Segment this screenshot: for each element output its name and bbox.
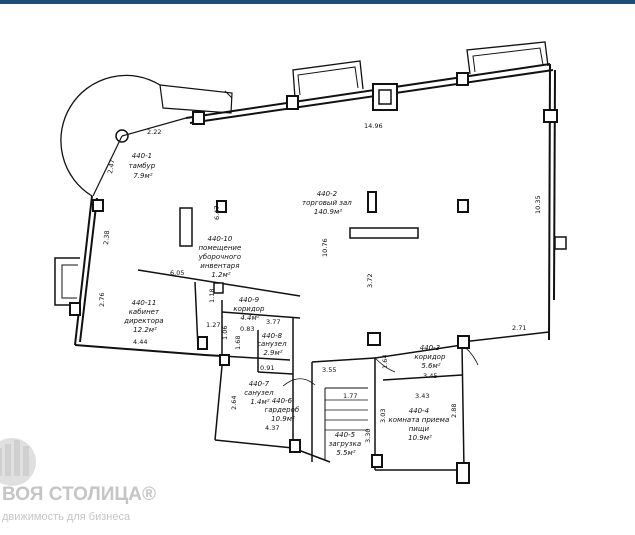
dim-label: 3.77	[266, 318, 280, 326]
room-label-440-3: 440-3 коридор 5.6м²	[414, 344, 447, 370]
dim-label: 10.76	[321, 238, 329, 257]
dim-label: 1.18	[208, 289, 216, 303]
dim-label: 3.45	[423, 372, 437, 380]
room-label-440-8: 440-8 санузел 2.9м²	[257, 332, 289, 357]
top-border	[0, 0, 635, 4]
bay-window-2	[466, 41, 549, 75]
room-label-440-1: 440-1 тамбур 7.9м²	[129, 152, 158, 180]
vestibule-arc-wall	[60, 74, 161, 197]
room-label-440-10: 440-10 помещение уборочного инвентаря 1.…	[198, 235, 244, 279]
dim-label: 1.64	[381, 355, 389, 369]
dim-label: 4.37	[265, 424, 279, 432]
dim-label: 6.47	[213, 206, 221, 220]
dim-label: 2.38	[102, 230, 111, 245]
bay-window-1	[292, 60, 364, 99]
dim-label: 1.68	[234, 336, 242, 350]
dim-label: 2.22	[147, 128, 161, 136]
dim-label: 3.03	[379, 409, 387, 423]
room-label-440-5: 440-5 загрузка 5.5м²	[329, 431, 364, 457]
dim-label: 2.71	[512, 324, 526, 332]
dim-label: 0.91	[260, 364, 274, 372]
walls	[54, 41, 556, 471]
room-label-440-4: 440-4 комната приема пищи 10.9м²	[389, 407, 452, 442]
room-labels: 440-1 тамбур 7.9м² 440-2 торговый зал 14…	[123, 152, 452, 457]
dim-label: 2.76	[98, 293, 106, 307]
watermark: ВОЯ СТОЛИЦА® движимость для бизнеса	[0, 438, 156, 523]
column-marker	[115, 129, 129, 143]
dim-label: 4.44	[133, 338, 147, 346]
dim-label: 3.55	[322, 366, 336, 374]
dim-label: 14.96	[364, 122, 383, 130]
dim-label: 2.64	[230, 396, 238, 410]
dim-label: 1.27	[206, 321, 220, 329]
dim-label: 6.05	[170, 269, 184, 277]
room-label-440-6: 440-6 гардероб 10.9м²	[265, 397, 302, 423]
dim-label: 1.06	[221, 326, 229, 340]
dim-label: 10.35	[534, 195, 542, 214]
room-label-440-11: 440-11 кабинет директора 12.2м²	[123, 299, 166, 334]
dim-label: 0.83	[240, 325, 254, 333]
dim-label: 1.77	[343, 392, 357, 400]
room-label-440-9: 440-9 коридор 4.4м²	[233, 296, 266, 322]
dim-label: 2.88	[450, 404, 458, 418]
room-label-440-2: 440-2 торговый зал 140.9м²	[302, 190, 354, 216]
dimension-labels: 2.22 2.47 14.96 10.35 6.47 2.38 10.76 3.…	[98, 122, 542, 443]
watermark-logo	[0, 438, 36, 486]
dim-label: 3.72	[366, 274, 374, 288]
room-label-440-7: 440-7 санузел 1.4м²	[244, 380, 276, 406]
dim-label: 3.30	[364, 429, 372, 443]
dim-label: 3.43	[415, 392, 429, 400]
dim-label: 2.47	[106, 159, 116, 175]
watermark-title: ВОЯ СТОЛИЦА®	[2, 484, 156, 505]
columns	[69, 72, 567, 484]
watermark-subtitle: движимость для бизнеса	[2, 511, 131, 523]
